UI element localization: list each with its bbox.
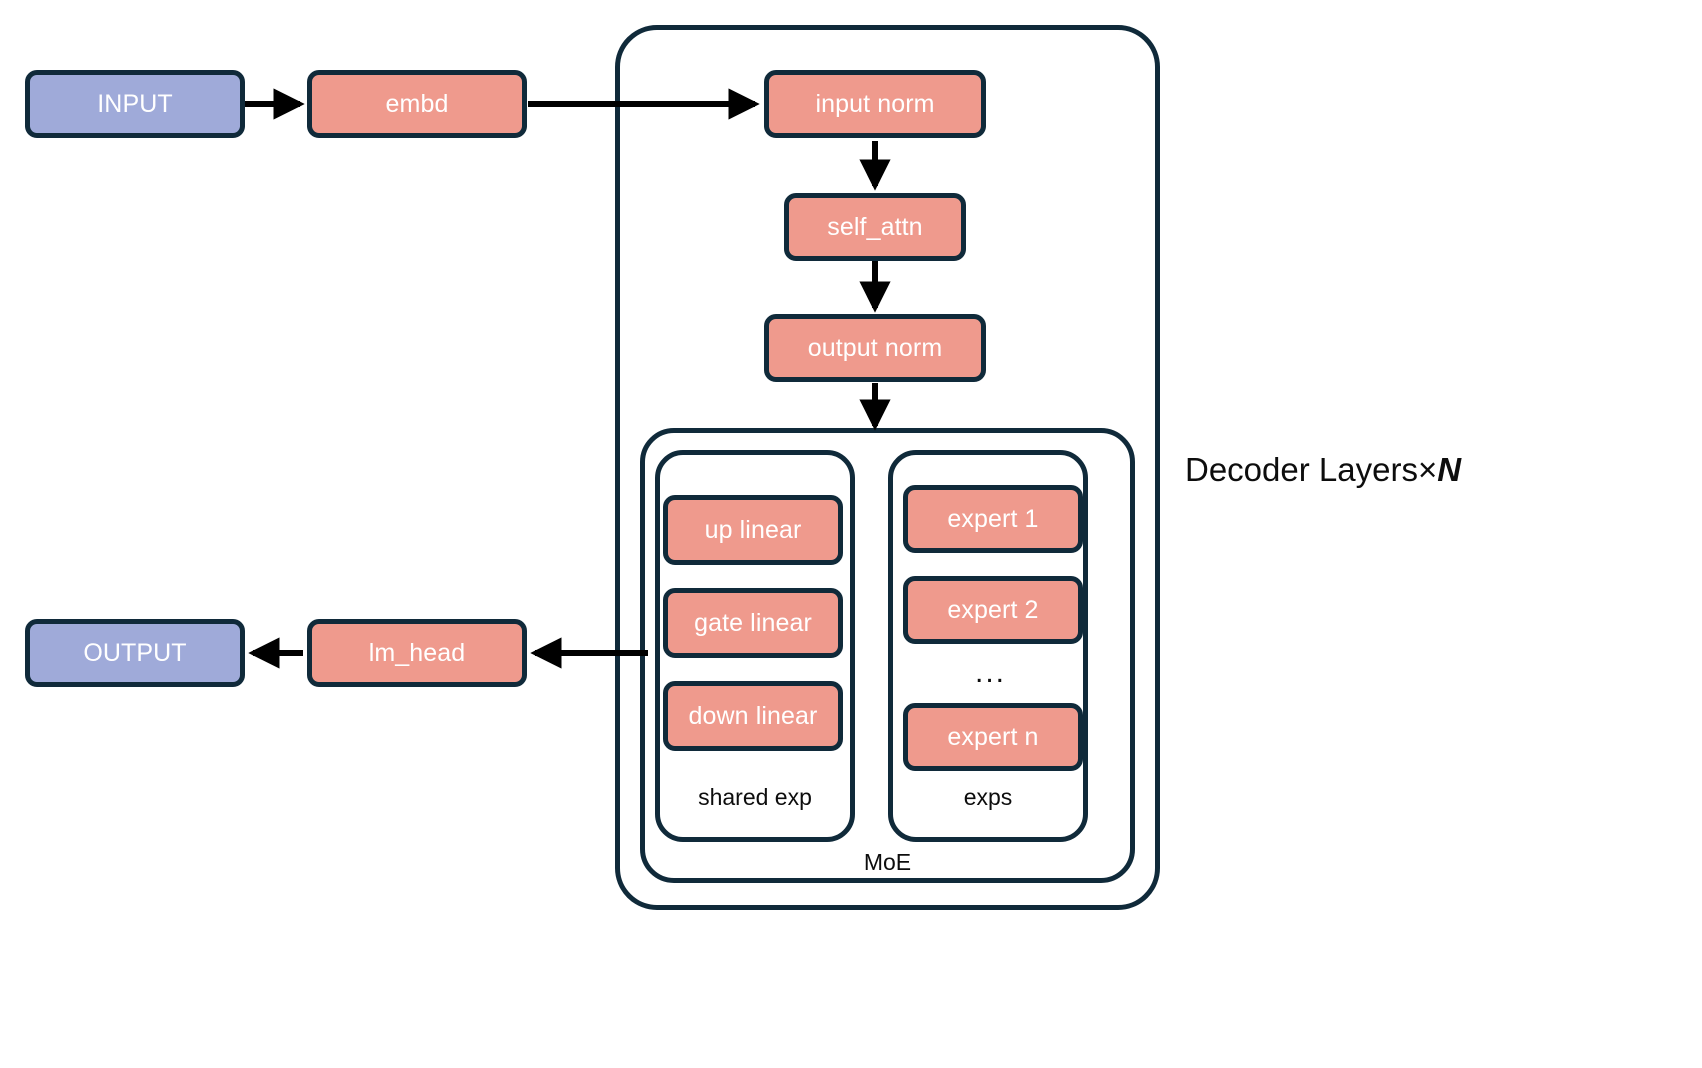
experts-ellipsis: ... <box>975 656 1007 689</box>
node-output[interactable]: OUTPUT <box>25 619 245 687</box>
node-down-linear[interactable]: down linear <box>663 681 843 751</box>
node-lm-head[interactable]: lm_head <box>307 619 527 687</box>
node-expert-2[interactable]: expert 2 <box>903 576 1083 644</box>
decoder-layers-label: Decoder Layers×N <box>1185 453 1461 486</box>
node-input[interactable]: INPUT <box>25 70 245 138</box>
decoder-layers-label-variable: N <box>1437 451 1462 488</box>
experts-container <box>888 450 1088 842</box>
decoder-layers-container <box>615 25 1160 910</box>
node-embd[interactable]: embd <box>307 70 527 138</box>
decoder-layers-label-prefix: Decoder Layers× <box>1185 451 1438 488</box>
node-gate-linear[interactable]: gate linear <box>663 588 843 658</box>
shared-expert-caption: shared exp <box>698 784 812 810</box>
node-self-attn[interactable]: self_attn <box>784 193 966 261</box>
node-output-norm[interactable]: output norm <box>764 314 986 382</box>
moe-caption: MoE <box>863 849 912 875</box>
node-expert-n[interactable]: expert n <box>903 703 1083 771</box>
node-expert-1[interactable]: expert 1 <box>903 485 1083 553</box>
node-input-norm[interactable]: input norm <box>764 70 986 138</box>
shared-expert-container <box>655 450 855 842</box>
experts-caption: exps <box>963 784 1013 810</box>
node-up-linear[interactable]: up linear <box>663 495 843 565</box>
